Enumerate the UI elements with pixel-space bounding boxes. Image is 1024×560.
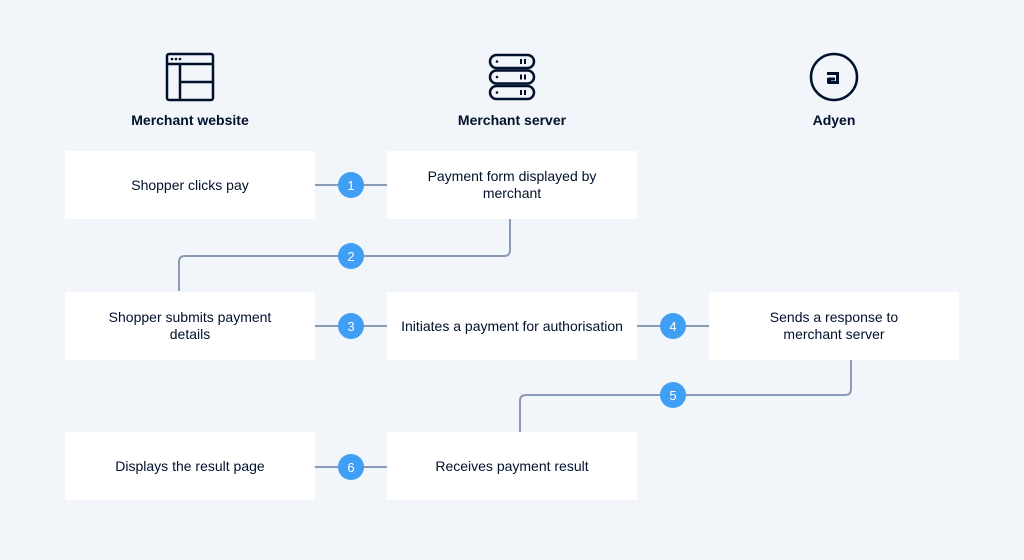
browser-window-icon [165, 52, 215, 102]
box-shopper-clicks-pay: Shopper clicks pay [65, 151, 315, 219]
box-shopper-submits-details: Shopper submits payment details [65, 292, 315, 360]
box-displays-result: Displays the result page [65, 432, 315, 500]
column-header-merchant-server: Merchant server [402, 52, 622, 128]
step-badge-5: 5 [660, 382, 686, 408]
step-badge-6: 6 [338, 454, 364, 480]
step-badge-2: 2 [338, 243, 364, 269]
column-title: Merchant server [457, 112, 567, 128]
box-initiates-payment: Initiates a payment for authorisation [387, 292, 637, 360]
box-receives-result: Receives payment result [387, 432, 637, 500]
server-stack-icon [488, 53, 536, 101]
column-title: Adyen [812, 112, 856, 128]
adyen-logo-icon [809, 52, 859, 102]
step-badge-3: 3 [338, 313, 364, 339]
column-header-merchant-website: Merchant website [80, 52, 300, 128]
column-header-adyen: Adyen [724, 52, 944, 128]
column-title: Merchant website [131, 112, 249, 128]
box-payment-form-displayed: Payment form displayed by merchant [387, 151, 637, 219]
step-badge-4: 4 [660, 313, 686, 339]
step-badge-1: 1 [338, 172, 364, 198]
box-sends-response: Sends a response to merchant server [709, 292, 959, 360]
